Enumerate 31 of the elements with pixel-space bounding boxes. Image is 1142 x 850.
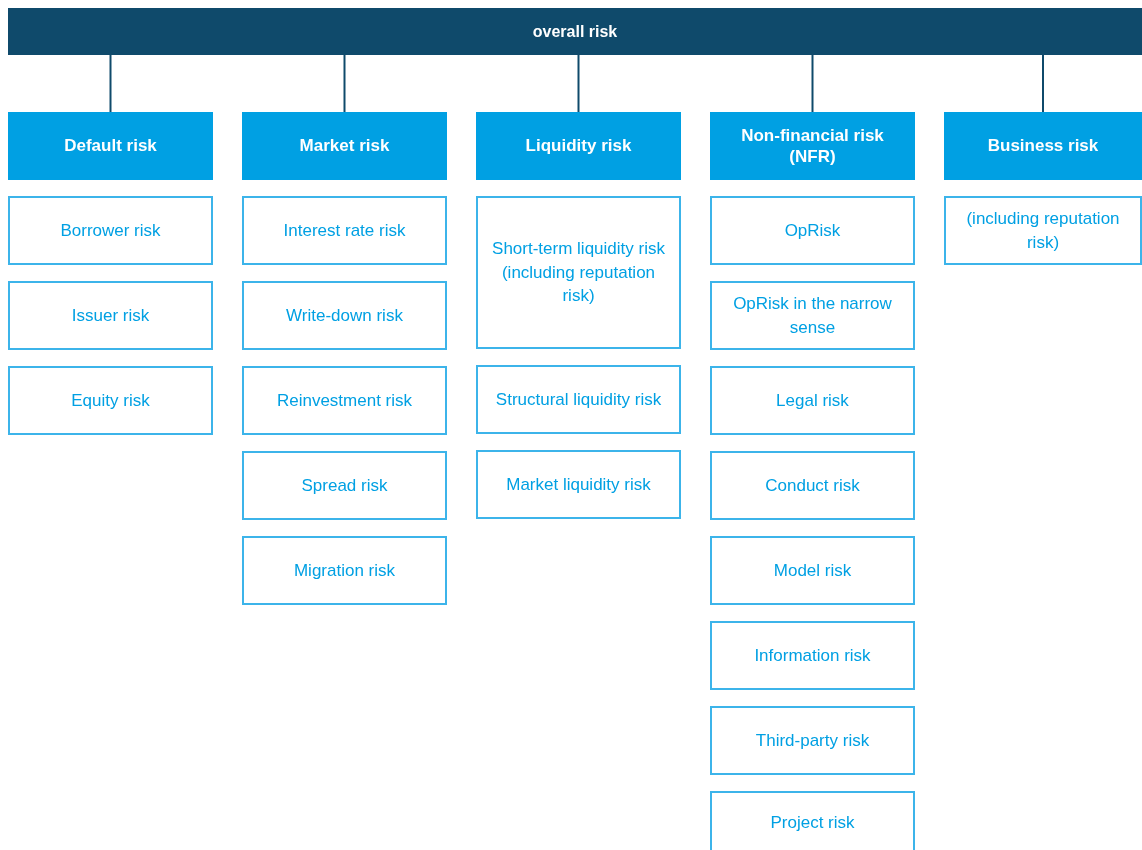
category-box: Liquidity risk xyxy=(476,112,681,180)
connector-line xyxy=(1042,54,1044,113)
connector-line xyxy=(343,54,346,113)
category-box: Business risk xyxy=(944,112,1142,180)
risk-box: Legal risk xyxy=(710,366,915,435)
risk-box: Conduct risk xyxy=(710,451,915,520)
risk-box: Model risk xyxy=(710,536,915,605)
risk-box: Market liquidity risk xyxy=(476,450,681,519)
risk-box: Migration risk xyxy=(242,536,447,605)
risk-box: OpRisk in the narrow sense xyxy=(710,281,915,350)
risk-box: Reinvestment risk xyxy=(242,366,447,435)
risk-box: Interest rate risk xyxy=(242,196,447,265)
risk-box: Information risk xyxy=(710,621,915,690)
risk-box: Borrower risk xyxy=(8,196,213,265)
risk-box: (including reputation risk) xyxy=(944,196,1142,265)
risk-box: Write-down risk xyxy=(242,281,447,350)
connector-line xyxy=(811,54,814,113)
category-box: Default risk xyxy=(8,112,213,180)
risk-box: Structural liquidity risk xyxy=(476,365,681,434)
risk-box: Third-party risk xyxy=(710,706,915,775)
risk-box: Equity risk xyxy=(8,366,213,435)
connector-line xyxy=(109,54,112,113)
category-box: Non-financial risk (NFR) xyxy=(710,112,915,180)
risk-box: OpRisk xyxy=(710,196,915,265)
risk-box: Spread risk xyxy=(242,451,447,520)
risk-box: Short-term liquidity risk (including reputation risk) xyxy=(476,196,681,349)
category-box: Market risk xyxy=(242,112,447,180)
risk-box: Project risk xyxy=(710,791,915,850)
connector-line xyxy=(577,54,580,113)
risk-box: Issuer risk xyxy=(8,281,213,350)
title-bar: overall risk xyxy=(8,8,1142,55)
